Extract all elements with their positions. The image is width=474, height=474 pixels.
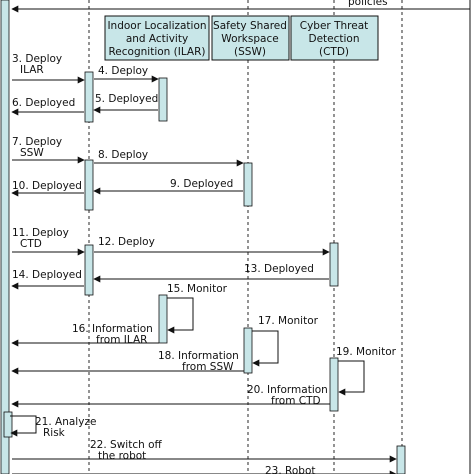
message-label-m21: 21. Analyze [35, 416, 96, 428]
message-label-m7: SSW [20, 147, 44, 159]
message-label-m23: 23. Robot [265, 465, 316, 474]
participant-box-ilar [104, 15, 210, 61]
message-label-policies: policies [348, 0, 388, 8]
participant-label-ssw: (SSW) [234, 46, 266, 58]
participant-box-ssw [211, 15, 290, 61]
activation-bar-ilar-a [158, 77, 168, 122]
participant-label-ctd: (CTD) [319, 46, 349, 58]
activation-bar-robot-1 [396, 445, 406, 474]
message-arrow-m17 [252, 330, 279, 367]
message-label-m13: 13. Deployed [244, 263, 314, 275]
participant-label-ssw: Workspace [221, 33, 278, 45]
activation-bar-ssw-1 [243, 162, 253, 207]
activation-bar-ilar-4 [158, 294, 168, 344]
message-label-m4: 4. Deploy [98, 65, 148, 77]
message-label-m8: 8. Deploy [98, 149, 148, 161]
message-arrow-m21 [10, 415, 37, 437]
participant-label-ctd: Cyber Threat [300, 20, 369, 32]
participant-box-ctd [290, 15, 379, 61]
message-label-m5: 5. Deployed [95, 93, 158, 105]
message-arrow-m15 [167, 297, 194, 334]
participant-label-ilar: and Activity [126, 33, 188, 45]
participant-label-ctd: Detection [308, 33, 359, 45]
message-label-m14: 14. Deployed [12, 269, 82, 281]
message-label-m16: from ILAR [96, 334, 147, 346]
message-label-m15: 15. Monitor [167, 283, 228, 295]
participant-label-ilar: Indoor Localization [107, 20, 206, 32]
message-label-m22: 22. Switch off [90, 439, 163, 451]
activation-bar-ilar-1 [84, 71, 94, 123]
message-label-m10: 10. Deployed [12, 180, 82, 192]
activation-bar-ilar-3 [84, 244, 94, 296]
message-label-m20: from CTD [271, 395, 321, 407]
message-label-m21: Risk [43, 427, 66, 439]
message-label-m18: from SSW [182, 361, 234, 373]
message-label-m17: 17. Monitor [258, 315, 319, 327]
activation-bar-left-actor [0, 0, 10, 474]
message-label-m20: 20. Information [247, 384, 328, 396]
activation-bar-left-2 [3, 411, 13, 438]
message-label-m12: 12. Deploy [98, 236, 155, 248]
message-label-m3: 3. Deploy [12, 53, 62, 65]
message-label-m18: 18. Information [158, 350, 239, 362]
participant-label-ilar: Recognition (ILAR) [108, 46, 205, 58]
message-label-m19: 19. Monitor [336, 346, 397, 358]
message-label-m6: 6. Deployed [12, 97, 75, 109]
message-label-m11: CTD [20, 238, 42, 250]
message-label-m7: 7. Deploy [12, 136, 62, 148]
message-label-m3: ILAR [20, 64, 44, 76]
participant-label-ssw: Safety Shared [213, 20, 287, 32]
message-arrow-m19 [338, 360, 365, 396]
activation-bar-ilar-2 [84, 159, 94, 211]
message-label-m16: 16. Information [72, 323, 153, 335]
message-label-m11: 11. Deploy [12, 227, 69, 239]
activation-bar-ctd-2 [329, 357, 339, 412]
activation-bar-ssw-2 [243, 327, 253, 374]
message-label-m9: 9. Deployed [170, 178, 233, 190]
activation-bar-ctd-1 [329, 242, 339, 287]
message-label-m22: the robot [98, 450, 146, 462]
